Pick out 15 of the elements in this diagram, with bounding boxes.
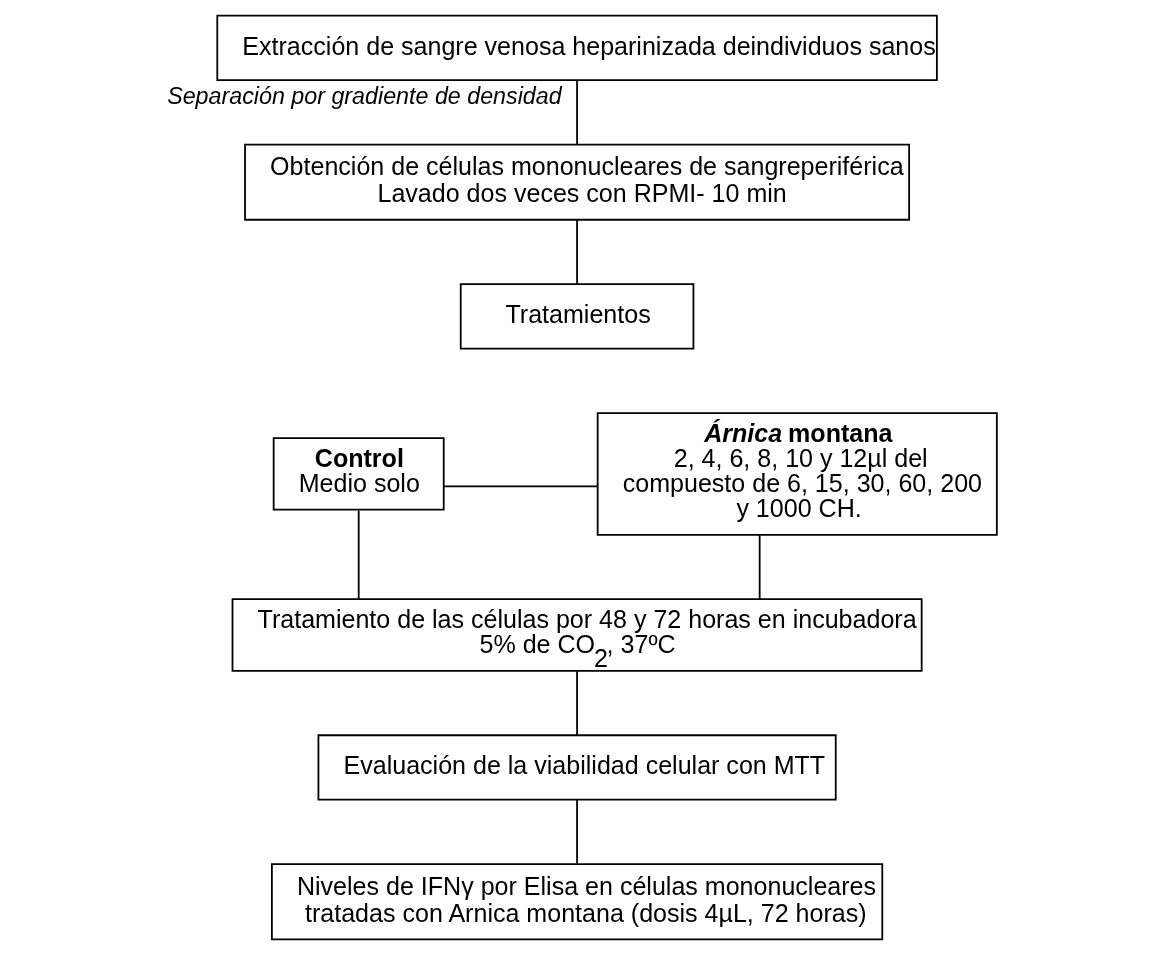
node-box: Control Medio solo: [272, 437, 445, 511]
connector: [575, 799, 578, 865]
node-box: Extracción de sangre venosa heparinizada deindividuos sanos: [215, 14, 938, 81]
connector: [575, 670, 578, 736]
node-box: Evaluación de la viabilidad celular con MTT: [317, 734, 837, 801]
connector: [442, 485, 598, 488]
node-box: Árnica montana 2, 4, 6, 8, 10 y 12µl del compuesto de 6, 15, 30, 60, 200 y 1000 CH.: [596, 412, 998, 536]
edge-label: Separación por gradiente de densidad: [166, 83, 562, 110]
connector: [357, 509, 360, 601]
node-box: Niveles de IFNγ por Elisa en células mononucleares tratadas con Arnica montana (dosis 4µL, 72 horas): [270, 863, 883, 941]
node-box: Tratamientos: [459, 283, 694, 350]
connector: [758, 533, 761, 600]
connector: [575, 219, 578, 285]
connector: [575, 79, 578, 146]
node-box: Obtención de células mononucleares de sangreperiférica Lavado dos veces con RPMI- 10 min: [243, 143, 910, 221]
